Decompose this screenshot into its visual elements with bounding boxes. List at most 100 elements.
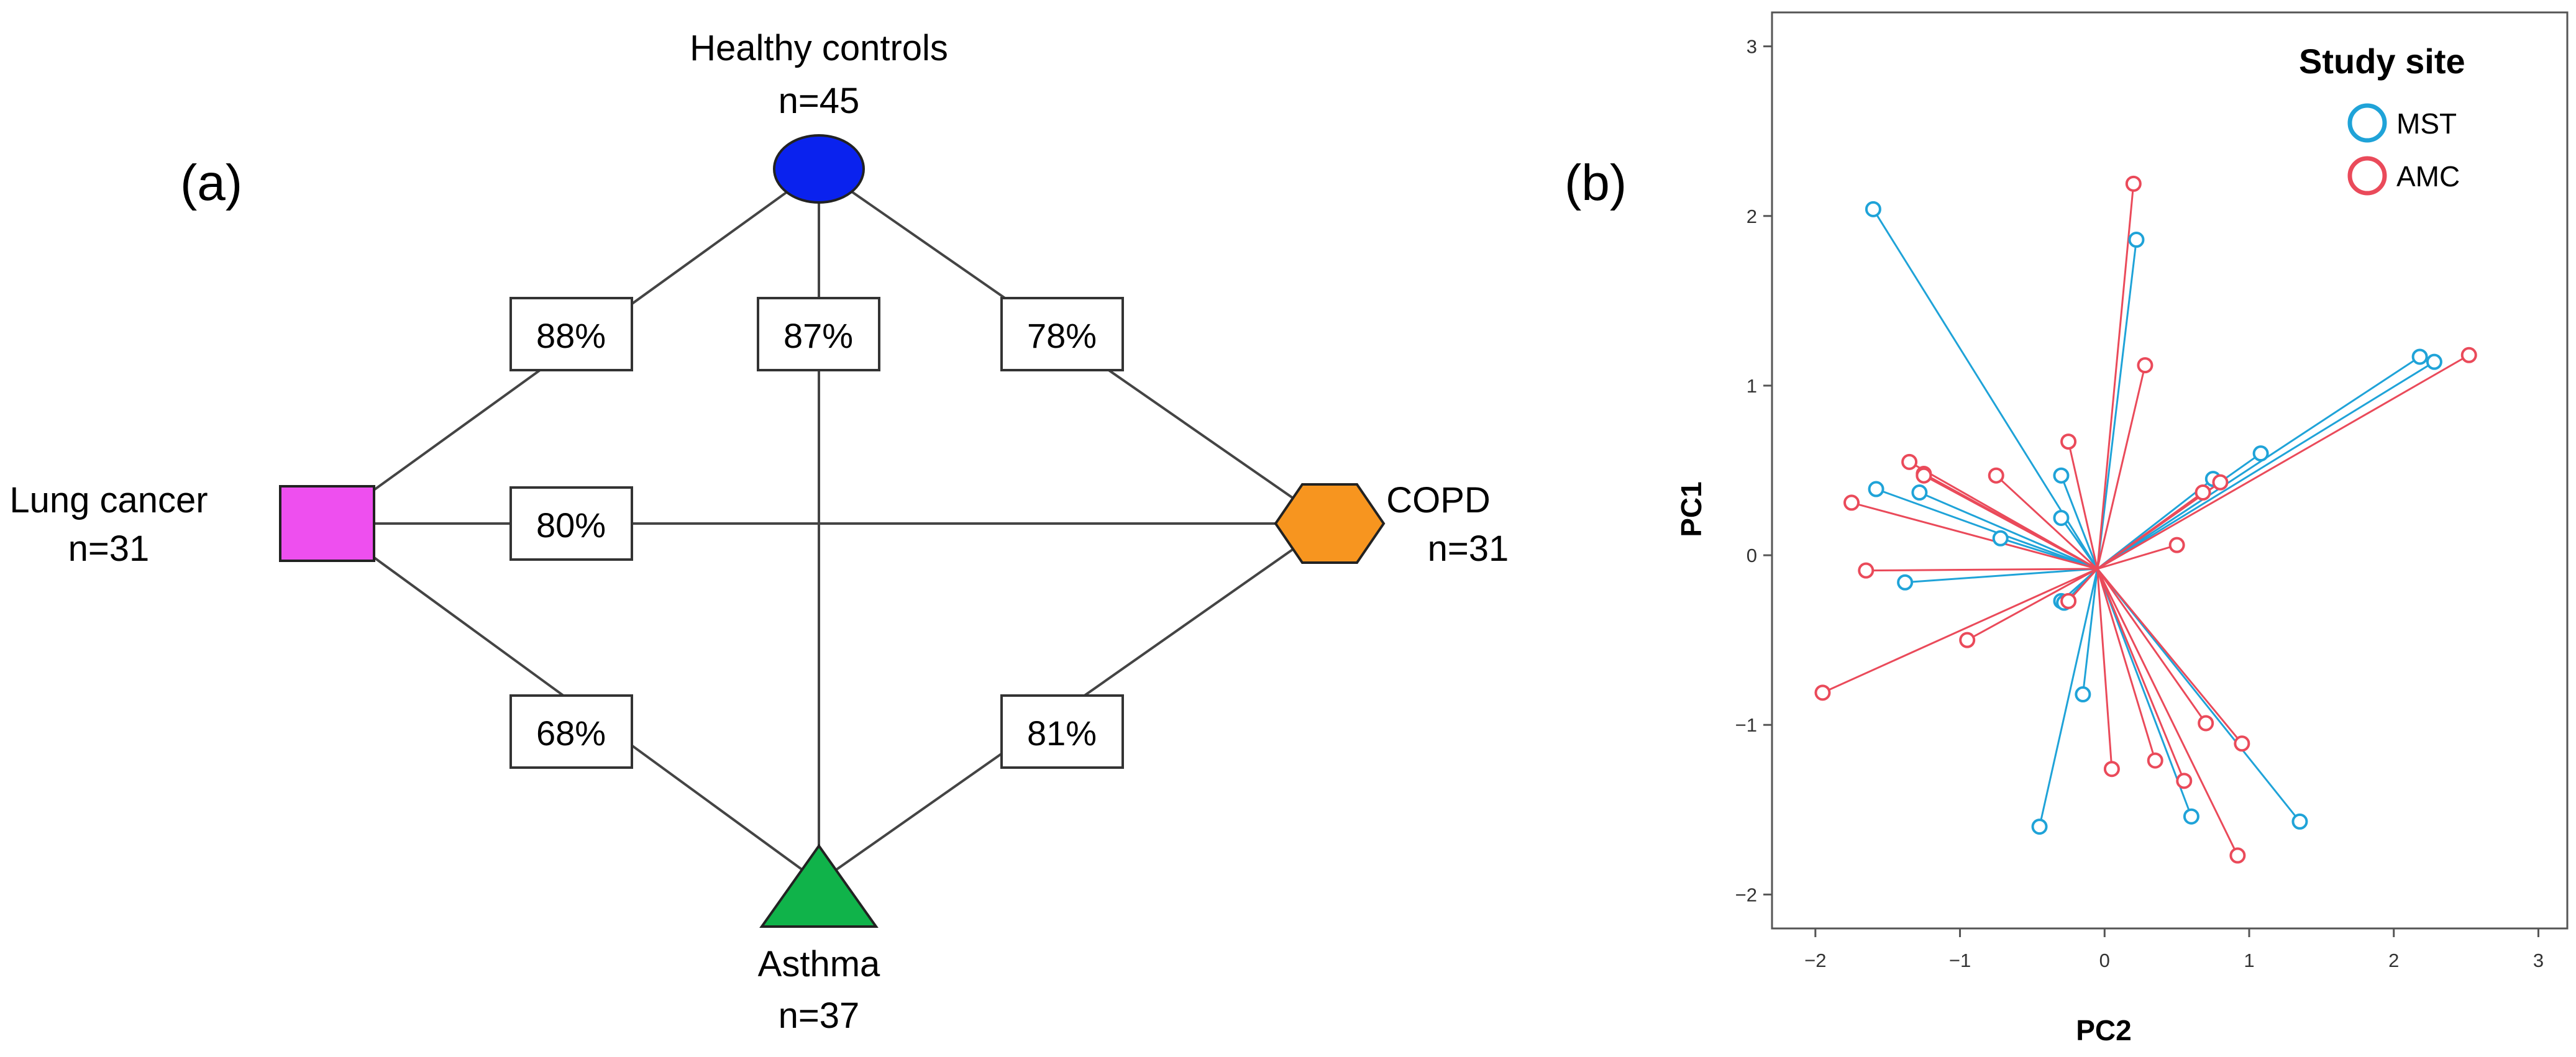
- mst-point: [1868, 481, 1884, 497]
- legend-mst-label: MST: [2396, 107, 2457, 140]
- lung-cancer-n: n=31: [68, 528, 150, 569]
- amc-point: [1858, 562, 1875, 579]
- y-tick-label: 2: [1747, 206, 1757, 227]
- data-points: [1814, 175, 2477, 864]
- edge-value: 88%: [536, 316, 606, 355]
- amc-ray: [1866, 568, 2098, 572]
- mst-ray: [2081, 568, 2099, 695]
- amc-point: [2176, 773, 2193, 789]
- amc-ray: [2096, 365, 2146, 569]
- amc-ray: [2096, 354, 2470, 570]
- amc-point: [2212, 474, 2229, 491]
- asthma-name: Asthma: [758, 944, 880, 984]
- amc-point: [2198, 715, 2214, 732]
- edge-value: 87%: [783, 316, 853, 355]
- mst-point: [2053, 467, 2070, 484]
- amc-point: [2147, 752, 2163, 769]
- lung-cancer-node-square: [279, 485, 375, 562]
- legend-amc-label: AMC: [2396, 160, 2460, 193]
- amc-ray: [2096, 183, 2135, 569]
- amc-point: [2137, 357, 2154, 374]
- amc-ray: [2096, 568, 2239, 856]
- plot-frame: [1771, 11, 2569, 930]
- mst-point: [2075, 686, 2091, 703]
- amc-ray: [2096, 568, 2185, 781]
- mst-point: [2426, 353, 2442, 370]
- amc-point: [2168, 537, 2185, 553]
- amc-point: [1916, 467, 1932, 484]
- mst-ray: [2096, 361, 2435, 570]
- edge-value: 68%: [536, 714, 606, 753]
- amc-point: [1814, 684, 1831, 701]
- x-tick-label: −1: [1949, 950, 1971, 971]
- copd-name: COPD: [1386, 480, 1491, 520]
- amc-ray: [2097, 544, 2178, 570]
- amc-point: [1843, 494, 1860, 511]
- x-axis-title: PC2: [2076, 1014, 2131, 1046]
- amc-ray: [2096, 568, 2243, 745]
- mst-ray: [2060, 475, 2099, 569]
- amc-point: [2103, 761, 2120, 778]
- y-tick-label: 0: [1747, 545, 1757, 566]
- amc-point: [2229, 847, 2246, 864]
- amc-ray: [1923, 474, 2098, 570]
- legend-title: Study site: [2299, 42, 2465, 81]
- edge-value: 78%: [1027, 316, 1097, 355]
- mst-ray: [2060, 517, 2098, 569]
- x-tick-label: 2: [2388, 950, 2399, 971]
- copd-n: n=31: [1428, 528, 1509, 569]
- mst-point: [1911, 484, 1928, 501]
- amc-ray: [1851, 501, 2098, 570]
- edge-value: 80%: [536, 506, 606, 545]
- asthma-n: n=37: [779, 996, 860, 1036]
- panel-a-label: (a): [180, 155, 242, 211]
- y-axis-title: PC1: [1675, 481, 1707, 537]
- edge-label-lung-copd: 80%: [509, 486, 633, 561]
- healthy-controls-name: Healthy controls: [690, 28, 948, 68]
- amc-point: [2060, 592, 2077, 609]
- mst-ray: [2096, 239, 2137, 569]
- x-tick-label: 0: [2099, 950, 2110, 971]
- amc-point: [2460, 347, 2477, 363]
- y-tick-label: 1: [1747, 375, 1757, 397]
- mst-point: [1897, 574, 1914, 591]
- amc-point: [2060, 433, 2077, 450]
- edge-value: 81%: [1027, 714, 1097, 753]
- lung-cancer-name: Lung cancer: [9, 480, 208, 520]
- mst-point: [2252, 445, 2269, 462]
- amc-ray: [1822, 568, 2098, 694]
- x-tick-label: 3: [2533, 950, 2544, 971]
- edge-label-healthy-lung: 88%: [509, 297, 633, 371]
- healthy-controls-node-ellipse: [773, 134, 865, 204]
- mst-ray: [2039, 568, 2099, 827]
- y-tick-label: 3: [1747, 36, 1757, 58]
- mst-point: [1992, 530, 2009, 547]
- x-tick-label: −2: [1804, 950, 1826, 971]
- edge-label-healthy-copd: 78%: [1000, 297, 1124, 371]
- amc-ray: [2096, 568, 2207, 724]
- edge-label-healthy-asthma: 87%: [757, 297, 880, 371]
- mst-ray: [1905, 568, 2098, 584]
- asthma-node-triangle: [759, 843, 879, 928]
- mst-point: [2291, 813, 2308, 830]
- mst-ray: [2096, 568, 2193, 817]
- amc-ray: [2096, 568, 2157, 761]
- panel-b-label: (b): [1564, 155, 1627, 211]
- amc-point: [2125, 175, 2142, 192]
- amc-point: [1959, 632, 1976, 648]
- y-tick-label: −1: [1735, 714, 1757, 736]
- mst-point: [2128, 232, 2145, 248]
- mst-ray: [1919, 491, 2098, 570]
- edge-label-copd-asthma: 81%: [1000, 694, 1124, 769]
- amc-point: [2195, 484, 2211, 501]
- mst-point: [2183, 808, 2199, 825]
- mst-point: [2031, 819, 2048, 835]
- mst-point: [2411, 348, 2428, 365]
- amc-ray: [2067, 441, 2099, 569]
- legend-mst-marker: [2347, 103, 2387, 143]
- mst-point: [1865, 201, 1881, 217]
